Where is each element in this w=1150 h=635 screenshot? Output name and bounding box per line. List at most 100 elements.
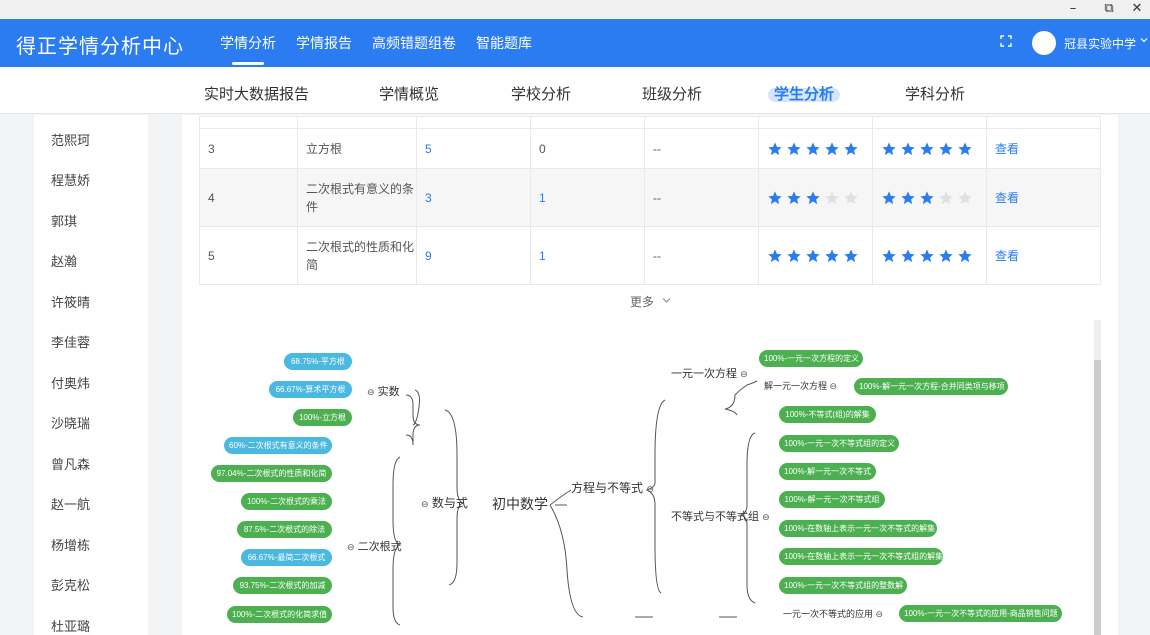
minimize-icon[interactable]: – <box>1069 1 1077 16</box>
app-header: 得正学情分析中心 学情分析 学情报告 高频错题组卷 智能题库 冠县实验中学 <box>0 19 1150 67</box>
tab-realtime-report[interactable]: 实时大数据报告 <box>204 86 310 103</box>
star-icon <box>787 141 801 155</box>
view-link[interactable]: 查看 <box>986 226 1101 285</box>
student-item[interactable]: 范熙珂 <box>51 133 91 148</box>
student-item[interactable]: 沙晓瑞 <box>51 416 91 431</box>
star-icon <box>958 141 972 155</box>
collapse-icon[interactable]: ⊖ <box>367 387 375 397</box>
mastery-pill[interactable]: 100%-解一元一次不等式组 <box>779 491 885 508</box>
placeholder-value: -- <box>644 128 759 169</box>
student-item[interactable]: 许筱晴 <box>51 295 91 310</box>
student-item[interactable]: 彭克松 <box>51 578 91 593</box>
mastery-pill[interactable]: 100%-解一元一次方程-合并同类项与移项 <box>854 378 1008 395</box>
star-icon <box>806 141 820 155</box>
collapse-icon[interactable]: ⊖ <box>762 512 770 522</box>
node-ercigenshi[interactable]: ⊖ 二次根式 <box>347 538 402 554</box>
nav-xueqing-fenxi[interactable]: 学情分析 <box>220 19 276 67</box>
star-icon <box>768 248 782 262</box>
fullscreen-icon[interactable] <box>1000 35 1012 47</box>
node-label: 实数 <box>377 386 400 398</box>
star-icon <box>939 248 953 262</box>
count-link[interactable]: 9 <box>416 226 531 285</box>
mastery-pill[interactable]: 100%-二次根式的化简求值 <box>227 606 332 623</box>
star-icon <box>825 190 839 204</box>
mastery-pill[interactable]: 100%-在数轴上表示一元一次不等式的解集 <box>779 520 937 537</box>
student-item[interactable]: 赵瀚 <box>51 254 78 269</box>
node-fangcheng[interactable]: 方程与不等式 ⊖ <box>571 479 654 496</box>
student-item[interactable]: 程慧娇 <box>51 173 91 188</box>
restore-icon[interactable]: ⧉ <box>1104 1 1114 16</box>
mastery-pill[interactable]: 100%-一元一次不等式组的整数解 <box>779 577 907 594</box>
count-link[interactable]: 1 <box>530 226 645 285</box>
count-link[interactable]: 5 <box>416 128 531 169</box>
nav-xueqing-baogao[interactable]: 学情报告 <box>296 35 352 51</box>
mastery-pill[interactable]: 100%-二次根式的乘法 <box>241 493 332 510</box>
student-item[interactable]: 杨增栋 <box>51 538 91 553</box>
collapse-icon[interactable]: ⊖ <box>347 542 355 552</box>
mastery-pill[interactable]: 93.75%-二次根式的加减 <box>233 577 332 594</box>
collapse-icon[interactable]: ⊖ <box>646 484 654 494</box>
star-icon <box>806 248 820 262</box>
node-yiyuan[interactable]: 一元一次方程 ⊖ <box>671 365 748 381</box>
mastery-pill[interactable]: 100%-一元一次不等式的应用-商品销售问题 <box>899 605 1062 622</box>
table-row <box>199 116 1101 129</box>
rating-2 <box>872 168 987 227</box>
scrollbar-thumb[interactable] <box>1094 360 1101 635</box>
tab-student-analysis[interactable]: 学生分析 <box>774 86 835 103</box>
student-item[interactable]: 付奥炜 <box>51 376 91 391</box>
sub-tabs <box>0 67 1150 114</box>
mastery-pill[interactable]: 100%-在数轴上表示一元一次不等式组的解集 <box>779 548 943 565</box>
school-name[interactable]: 冠县实验中学 <box>1064 37 1137 51</box>
mastery-pill[interactable]: 97.04%-二次根式的性质和化简 <box>211 465 332 482</box>
mastery-pill[interactable]: 100%-不等式(组)的解集 <box>779 406 876 423</box>
view-link[interactable]: 查看 <box>986 128 1101 169</box>
view-link[interactable]: 查看 <box>986 168 1101 227</box>
close-icon[interactable]: ✕ <box>1131 1 1143 16</box>
node-budengshi[interactable]: 不等式与不等式组 ⊖ <box>671 508 770 524</box>
tab-overview[interactable]: 学情概览 <box>379 86 440 103</box>
more-button[interactable]: 更多 <box>630 295 655 309</box>
node-shishu[interactable]: ⊖ 实数 <box>367 383 400 399</box>
collapse-icon[interactable]: ⊖ <box>829 381 838 391</box>
star-icon <box>958 190 972 204</box>
chevron-down-icon[interactable] <box>1140 36 1148 44</box>
avatar[interactable] <box>1032 31 1056 55</box>
node-yingyong[interactable]: 一元一次不等式的应用 ⊖ <box>783 607 883 620</box>
row-index: 4 <box>199 168 298 227</box>
mastery-pill[interactable]: 100%-一元一次不等式组的定义 <box>779 435 899 452</box>
collapse-icon[interactable]: ⊖ <box>421 499 429 509</box>
student-item[interactable]: 杜亚璐 <box>51 619 91 634</box>
row-index: 5 <box>199 226 298 285</box>
node-root[interactable]: 初中数学 <box>492 496 548 512</box>
mastery-pill[interactable]: 100%-立方根 <box>293 409 352 426</box>
mastery-pill[interactable]: 87.5%-二次根式的除法 <box>237 521 332 538</box>
student-item[interactable]: 郭琪 <box>51 214 78 229</box>
tab-school-analysis[interactable]: 学校分析 <box>511 86 572 103</box>
node-label: 一元一次不等式的应用 <box>783 609 874 619</box>
mastery-pill[interactable]: 66.67%-算术平方根 <box>269 381 352 398</box>
mastery-pill[interactable]: 100%-一元一次方程的定义 <box>759 350 863 367</box>
mind-map-connectors <box>392 380 758 626</box>
collapse-icon[interactable]: ⊖ <box>740 369 748 379</box>
chevron-down-icon[interactable] <box>662 296 671 304</box>
mastery-pill[interactable]: 66.67%-最简二次根式 <box>241 549 332 566</box>
star-icon <box>768 141 782 155</box>
star-icon <box>901 248 915 262</box>
nav-gaopin-cuoti[interactable]: 高频错题组卷 <box>372 35 456 51</box>
count-link[interactable]: 3 <box>416 168 531 227</box>
scrollbar[interactable] <box>1094 320 1101 635</box>
tab-subject-analysis[interactable]: 学科分析 <box>905 86 966 103</box>
student-item[interactable]: 李佳蓉 <box>51 335 91 350</box>
mastery-pill[interactable]: 100%-解一元一次不等式 <box>779 463 876 480</box>
tab-class-analysis[interactable]: 班级分析 <box>642 86 703 103</box>
mastery-pill[interactable]: 60%-二次根式有意义的条件 <box>224 437 332 454</box>
student-item[interactable]: 曾凡森 <box>51 457 91 472</box>
collapse-icon[interactable]: ⊖ <box>875 609 884 619</box>
node-shuyushi[interactable]: ⊖ 数与式 <box>421 494 468 511</box>
nav-zhineng-tiku[interactable]: 智能题库 <box>476 35 532 51</box>
mastery-pill[interactable]: 68.75%-平方根 <box>284 353 352 370</box>
node-label: 方程与不等式 <box>571 481 644 495</box>
node-jieyiyuan[interactable]: 解一元一次方程 ⊖ <box>764 379 837 392</box>
student-item[interactable]: 赵一航 <box>51 497 91 512</box>
count-link[interactable]: 1 <box>530 168 645 227</box>
